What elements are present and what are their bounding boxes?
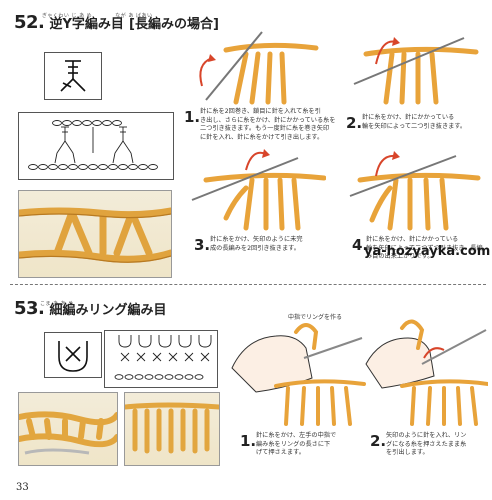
section52-step4: 4. 針に糸をかけ、針にかかっている 輪を矢印によって二つずつ引き抜き、長編 み… <box>352 236 492 262</box>
section53-step2: 2. 矢印のように針を入れ、リン グになる糸を押さえたまま糸 を引出します。 <box>370 432 492 458</box>
step1-hand-drawing <box>231 323 366 426</box>
section53-title: 細編みリング編み目 <box>49 303 167 318</box>
hook-icon <box>205 31 263 101</box>
hand-icon <box>231 335 313 393</box>
arrow-icon <box>199 57 213 87</box>
section52-ruby: ぎゃくわい じ あ め なが あ ばあい <box>18 2 152 21</box>
section52-step1-illustration <box>186 24 326 108</box>
section52-step1: 1. 針に糸を2回巻き、鎖目に針を入れて糸を引 き出し、さらに糸をかけ、針にかか… <box>184 108 344 142</box>
step-text: 針に糸をかけ、針にかかっている 輪を矢印によって二つずつ引き抜き、長編 み目の出… <box>366 236 483 261</box>
step-number: 1. <box>184 108 201 126</box>
step-number: 2. <box>370 432 387 450</box>
chain-row <box>114 374 204 380</box>
section53-stitch-chart <box>114 335 212 380</box>
ring-stitch-symbol-icon <box>58 341 88 372</box>
hook-icon <box>353 37 465 85</box>
inverted-y-stitch-symbol-icon <box>60 60 86 92</box>
step-text: 針に糸をかけ、針にかかっている 輪を矢印によって二つ引き抜きます。 <box>362 114 467 130</box>
callout-label: 中指でリングを作る <box>288 314 343 321</box>
hook-icon <box>349 155 457 197</box>
section52-title: 逆Y字編み目 <box>49 17 124 32</box>
section53-step1-illustration: 中指でリングを作る <box>226 308 366 428</box>
top-chain-row <box>52 120 122 126</box>
section53-photo-2 <box>124 392 220 466</box>
hook-icon <box>191 157 299 201</box>
step-number: 4. <box>352 236 369 254</box>
hook-icon <box>24 448 90 455</box>
section52-step3-illustration <box>186 140 327 232</box>
section53-ruby: こま あ あ め <box>40 290 74 309</box>
section52-subtitle-ruby: なが あ ばあい <box>115 13 153 19</box>
page-number: 33 <box>16 482 29 493</box>
section53-chart-box <box>104 330 218 388</box>
section52-photo <box>18 190 172 278</box>
step2-drawing <box>353 37 479 105</box>
bottom-chain-row <box>28 164 158 170</box>
section52-yarn-photo-illustration <box>19 207 171 263</box>
step4-drawing <box>349 151 481 231</box>
single-crochet-row <box>120 352 210 362</box>
step2-hand-drawing <box>365 319 490 426</box>
section52-stitch-chart <box>28 120 158 170</box>
step-text: 矢印のように針を入れ、リン グになる糸を押さえたまま糸 を引出します。 <box>386 432 467 457</box>
arrow-icon <box>423 347 445 359</box>
section53-yarn-photo-2 <box>125 402 219 454</box>
section53-yarn-photo-1 <box>19 411 117 455</box>
hook-icon <box>303 337 363 359</box>
step-text: 針に糸を2回巻き、鎖目に針を入れて糸を引 き出し、さらに糸をかけ、針にかかってい… <box>200 108 336 141</box>
watermark: ya-hozyayka.com <box>364 244 491 259</box>
step-number: 3. <box>194 236 211 254</box>
step-number: 1. <box>240 432 257 450</box>
step-number: 2. <box>346 114 363 132</box>
section-divider <box>10 284 486 285</box>
step-text: 針に糸をかけ、左手の中指で 編み糸をリングの長さに下 げて押さえます。 <box>256 432 337 457</box>
section52-title-ruby: ぎゃくわい じ あ め <box>42 13 93 19</box>
section52-number: 52. <box>14 12 45 33</box>
step3-drawing <box>191 149 327 231</box>
hook-icon <box>421 329 487 365</box>
section53-photo-1 <box>18 392 118 466</box>
section52-subtitle: [長編みの場合] <box>129 17 219 32</box>
section53-title-ruby: こま あ あ め <box>40 301 74 307</box>
section52-step2-illustration <box>346 24 486 108</box>
step-text: 針に糸をかけ、矢印のように未完 成の長編みを2回引き抜きます。 <box>210 236 303 252</box>
section52-step2: 2. 針に糸をかけ、針にかかっている 輪を矢印によって二つ引き抜きます。 <box>346 114 492 132</box>
section53-step2-illustration <box>362 308 490 428</box>
step1-drawing <box>199 31 319 105</box>
section52-step3: 3. 針に糸をかけ、矢印のように未完 成の長編みを2回引き抜きます。 <box>194 236 344 254</box>
section52-heading: 52. 逆Y字編み目 [長編みの場合] <box>14 12 219 33</box>
section52-symbol-box <box>44 52 102 100</box>
section53-heading: 53. 細編みリング編み目 <box>14 298 167 319</box>
section52-chart-box <box>18 112 174 180</box>
section53-number: 53. <box>14 298 45 319</box>
section53-step1: 1. 針に糸をかけ、左手の中指で 編み糸をリングの長さに下 げて押さえます。 <box>240 432 370 458</box>
section52-step4-illustration <box>346 140 486 232</box>
section53-symbol-box <box>44 332 102 378</box>
